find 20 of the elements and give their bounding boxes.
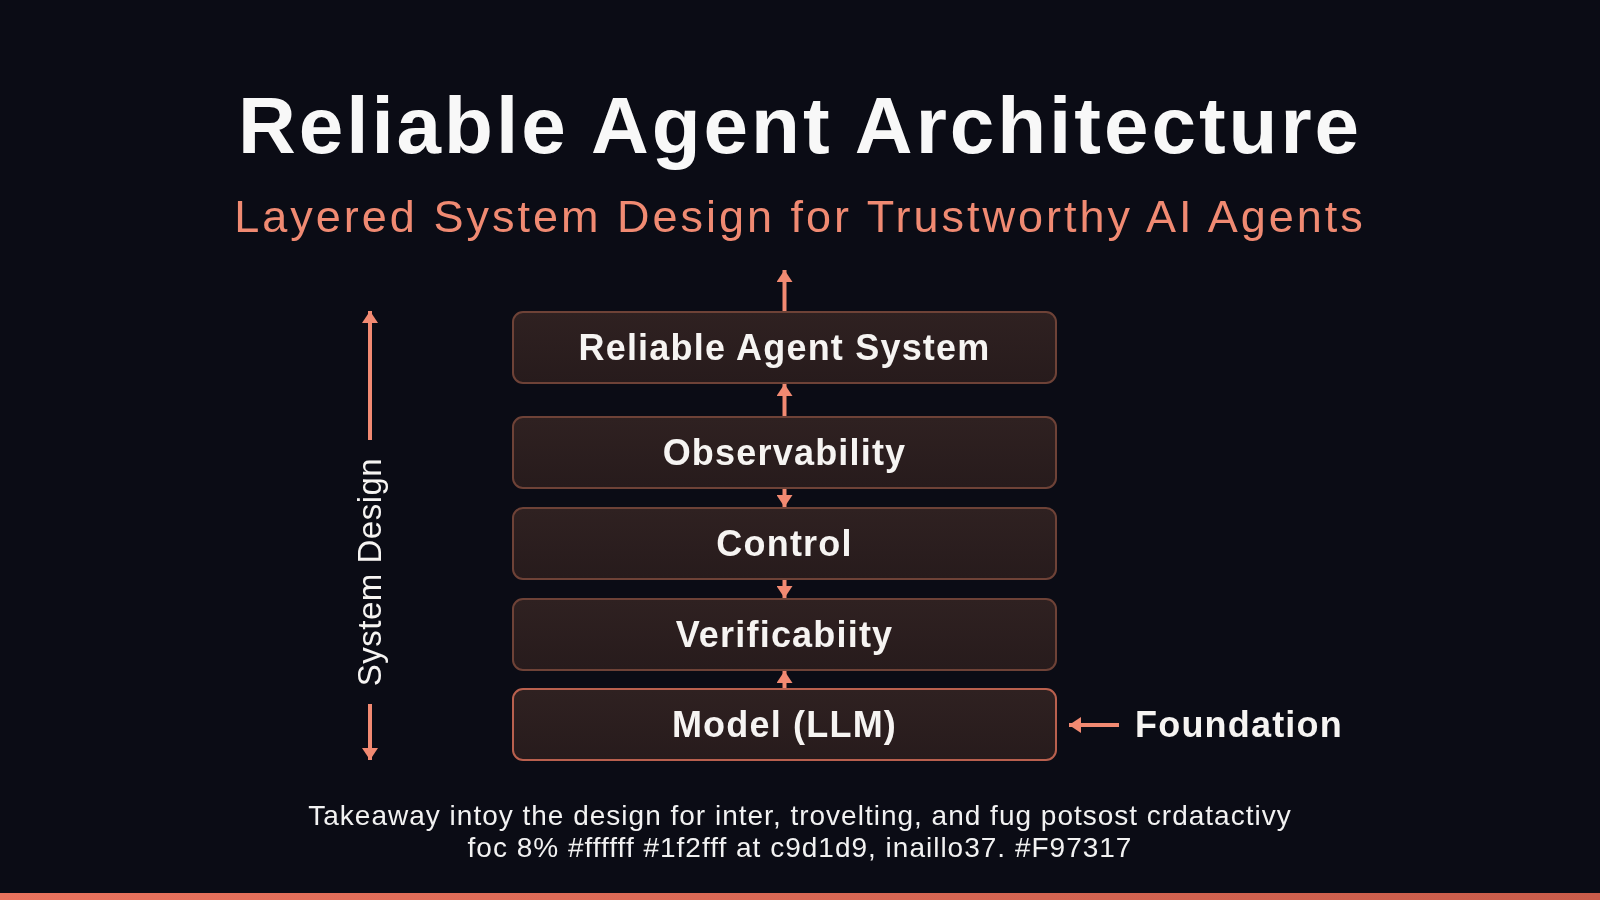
layer-label: Control bbox=[716, 522, 853, 565]
layer-label: Observability bbox=[662, 431, 907, 474]
arrow bbox=[776, 580, 793, 598]
arrow bbox=[776, 489, 793, 507]
annotation-label: Foundation bbox=[1135, 704, 1343, 746]
layer-label: Verificabiity bbox=[675, 613, 894, 656]
vertical-label: System Design bbox=[351, 457, 389, 687]
caption-text: Takeaway intoy the design for inter, trovelting, and fug potsost crdatactivy foc 8% #ffffff #1f2fff at c9d1d9, inaillo37. #F97317 bbox=[307, 800, 1293, 864]
arrow bbox=[776, 270, 793, 311]
layer-box bbox=[512, 598, 1057, 671]
layer-box bbox=[512, 311, 1057, 384]
arrow bbox=[776, 671, 793, 688]
arrow bbox=[1069, 717, 1119, 733]
layer-box bbox=[512, 416, 1057, 489]
layer-label: Model (LLM) bbox=[671, 703, 898, 746]
layer-box bbox=[512, 688, 1057, 761]
subtitle: Layered System Design for Trustworthy AI Agents bbox=[234, 194, 1366, 239]
arrow bbox=[776, 384, 793, 416]
layer-box bbox=[512, 507, 1057, 580]
layer-label: Reliable Agent System bbox=[578, 326, 991, 369]
